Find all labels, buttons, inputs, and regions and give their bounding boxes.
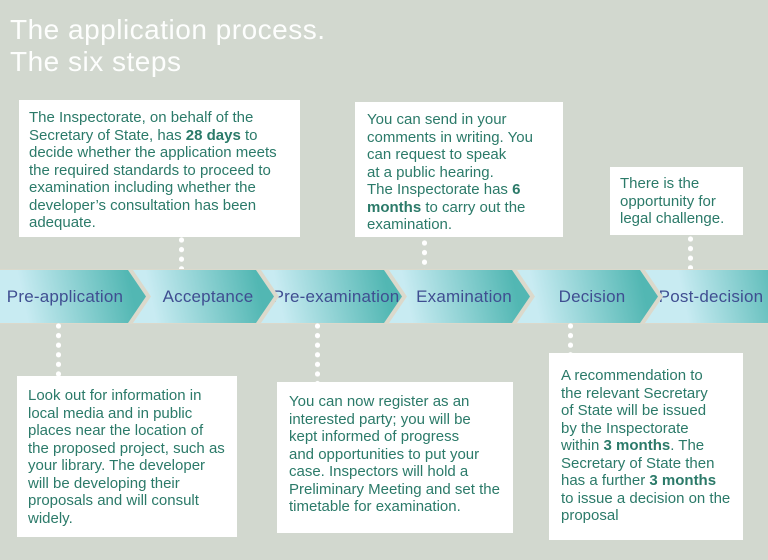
dotted-connector-decision [568,323,573,354]
step-arrow-examination: Examination [389,270,530,323]
callout-examination-info: You can send in your comments in writing… [355,102,563,237]
step-arrow-pre-examination: Pre-examination [261,270,402,323]
dotted-connector-acceptance [179,237,184,270]
dotted-connector-post-decision [688,236,693,270]
step-label-examination: Examination [416,286,512,306]
step-arrow-pre-application: Pre-application [0,270,146,323]
step-label-pre-application: Pre-application [6,286,124,306]
step-arrow-post-decision: Post-decision [645,270,768,323]
step-arrow-acceptance: Acceptance [133,270,274,323]
dotted-connector-pre-examination [315,323,320,382]
page-title-line-2: The six steps [10,46,182,77]
step-label-acceptance: Acceptance [162,286,254,306]
page-title: The application process. The six steps [10,14,326,78]
dotted-connector-examination [422,240,427,270]
callout-pre-application-info: Look out for information in local media … [17,376,237,537]
callout-decision-info: A recommendation to the relevant Secreta… [549,353,743,540]
step-arrow-decision: Decision [517,270,658,323]
callout-post-decision-info: There is the opportunity for legal chall… [610,167,743,235]
callout-pre-examination-info: You can now register as an interested pa… [277,382,513,533]
dotted-connector-pre-application [56,323,61,376]
step-label-post-decision: Post-decision [658,286,764,306]
step-label-decision: Decision [558,286,626,306]
step-label-pre-examination: Pre-examination [272,286,400,306]
page-title-line-1: The application process. [10,14,326,45]
callout-acceptance-info: The Inspectorate, on behalf of the Secre… [19,100,300,237]
